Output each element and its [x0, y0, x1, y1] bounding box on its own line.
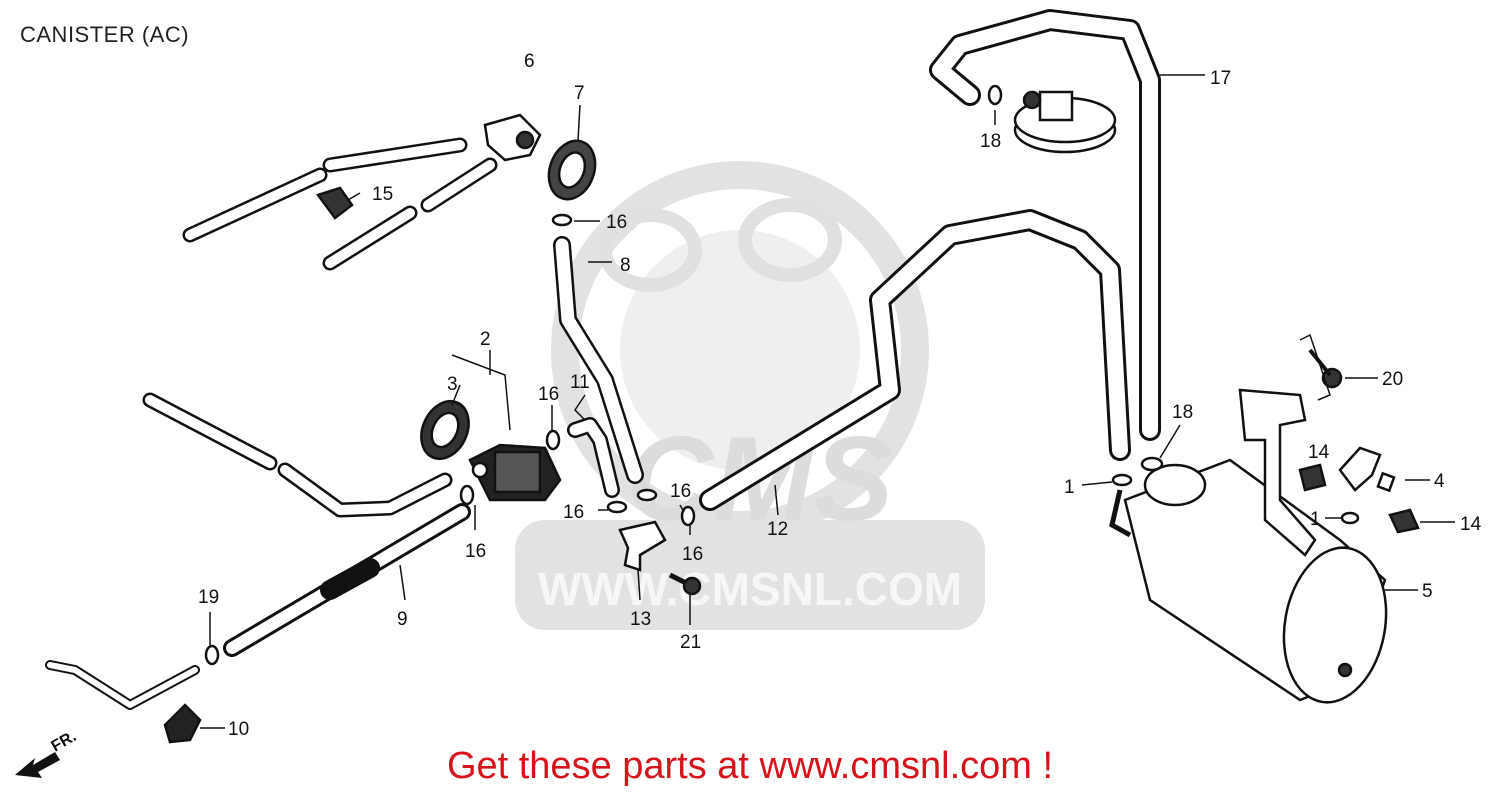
callout-19: 19 [198, 587, 219, 608]
callout-16-b: 16 [538, 384, 559, 405]
callout-16-f: 16 [682, 544, 703, 565]
bolt-20 [1308, 348, 1343, 389]
watermark: CMS WWW.CMSNL.COM [515, 161, 985, 630]
callout-10: 10 [228, 719, 249, 740]
elbow-4 [1338, 446, 1396, 493]
callout-2: 2 [480, 329, 491, 350]
valve-2 [468, 443, 562, 502]
footer-promo: Get these parts at www.cmsnl.com ! [0, 745, 1500, 788]
clamp-18-a [987, 84, 1003, 106]
callout-9: 9 [397, 609, 408, 630]
callout-11: 11 [570, 372, 590, 393]
filler-cap [1013, 90, 1117, 154]
canister-bracket [1238, 388, 1317, 557]
front-arrow-icon [15, 752, 60, 778]
callout-21: 21 [680, 632, 701, 653]
diagram-title: CANISTER (AC) [20, 22, 190, 47]
clamp-18-b [1140, 456, 1164, 472]
callout-14-a: 14 [1308, 442, 1330, 463]
canister-5 [1109, 458, 1388, 704]
callout-3: 3 [447, 374, 458, 395]
components [163, 84, 1420, 744]
callout-14-b: 14 [1460, 514, 1482, 535]
footer-link[interactable]: www.cmsnl.com [759, 745, 1032, 787]
clamp-16-e [636, 488, 658, 502]
clamp-16-d [606, 500, 628, 514]
callout-16-e: 16 [465, 541, 486, 562]
callout-16-d: 16 [670, 481, 691, 502]
callout-12: 12 [767, 519, 788, 540]
clip-14-a [1298, 463, 1327, 492]
callout-16-c: 16 [563, 502, 584, 523]
callout-8: 8 [620, 255, 631, 276]
footer-prefix: Get these parts at [446, 745, 760, 787]
callout-7: 7 [574, 83, 585, 104]
callout-1-a: 1 [1064, 477, 1075, 498]
clip-14-b [1388, 508, 1420, 534]
callout-20: 20 [1382, 369, 1403, 390]
callout-15: 15 [372, 184, 393, 205]
callout-5: 5 [1422, 581, 1433, 602]
clamp-16-f [680, 505, 696, 527]
clamp-1-b [1340, 511, 1360, 525]
ring-3 [420, 400, 470, 460]
callout-labels: 6 7 15 16 8 2 3 16 11 16 16 16 16 13 21 … [198, 51, 1482, 740]
bolt-21 [668, 572, 702, 596]
callout-18-b: 18 [1172, 402, 1193, 423]
leader-lines [200, 74, 1455, 729]
clamp-1-a [1111, 473, 1133, 487]
clamp-19 [204, 644, 220, 666]
clamp-16-c [459, 484, 475, 506]
callout-18-a: 18 [980, 131, 1001, 152]
callout-17: 17 [1210, 68, 1231, 89]
clip-15 [315, 186, 354, 220]
footer-suffix: ! [1031, 745, 1054, 787]
clamp-10 [163, 703, 202, 744]
callout-13: 13 [630, 609, 651, 630]
callout-1-b: 1 [1310, 509, 1321, 530]
watermark-url: WWW.CMSNL.COM [538, 563, 962, 615]
clamp-16-b [545, 429, 561, 451]
joint-13 [618, 520, 667, 572]
clamp-16-a [551, 213, 573, 227]
callout-6: 6 [524, 51, 535, 72]
callout-16-a: 16 [606, 212, 627, 233]
hoses [45, 9, 1161, 710]
valve-6 [483, 113, 542, 162]
callout-4: 4 [1434, 471, 1445, 492]
ring-7 [547, 139, 597, 201]
